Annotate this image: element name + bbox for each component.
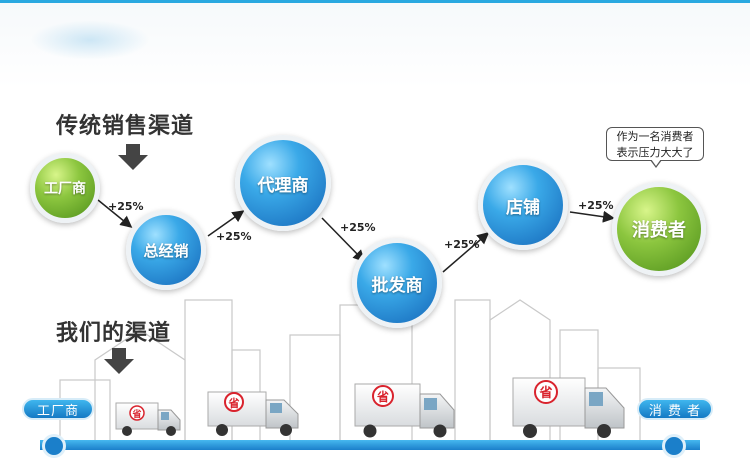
route-start-label: 工厂商: [22, 398, 94, 420]
truck-mark: 省: [228, 396, 240, 410]
route-start-dot: [42, 434, 66, 458]
down-arrow-icon: [118, 144, 148, 170]
top-banner: [0, 3, 750, 88]
arrow-factory-dealer: [97, 199, 133, 228]
truck-largest: 省: [512, 377, 625, 438]
consumer-speech-bubble: 作为一名消费者 表示压力大大了: [606, 127, 704, 161]
traditional-channel-title: 传统销售渠道: [56, 114, 195, 139]
bubble-line-1: 作为一名消费者: [616, 130, 694, 143]
markup-label: +25%: [444, 238, 480, 251]
route-end-label: 消 费 者: [637, 398, 713, 420]
direct-route-bar: [40, 440, 700, 450]
node-general-dealer: 总经销: [126, 210, 206, 290]
bubble-line-2: 表示压力大大了: [616, 146, 694, 159]
truck-large: 省: [354, 383, 455, 438]
arrow-store-consumer: [569, 210, 615, 223]
bubble-tail-inner: [651, 159, 661, 166]
node-agent: 代理商: [235, 135, 331, 231]
truck-mark: 省: [131, 408, 141, 420]
markup-label: +25%: [216, 230, 252, 243]
truck-small: 省: [115, 402, 181, 436]
node-consumer: 消费者: [612, 182, 706, 276]
down-arrow-icon: [104, 348, 134, 374]
truck-mark: 省: [376, 389, 389, 404]
markup-label: +25%: [340, 221, 376, 234]
truck-mark: 省: [538, 385, 552, 401]
arrow-agent-wholesaler: [321, 217, 366, 263]
our-channel-title: 我们的渠道: [56, 321, 172, 346]
node-store: 店铺: [478, 160, 568, 250]
node-factory: 工厂商: [30, 153, 100, 223]
arrow-dealer-agent: [207, 210, 245, 237]
markup-label: +25%: [108, 200, 144, 213]
top-accent-line: [0, 0, 750, 3]
blurred-logo: [30, 20, 150, 60]
route-end-dot: [662, 434, 686, 458]
markup-label: +25%: [578, 199, 614, 212]
truck-medium: 省: [207, 391, 299, 436]
node-wholesaler: 批发商: [352, 238, 442, 328]
arrow-wholesaler-store: [442, 232, 490, 273]
